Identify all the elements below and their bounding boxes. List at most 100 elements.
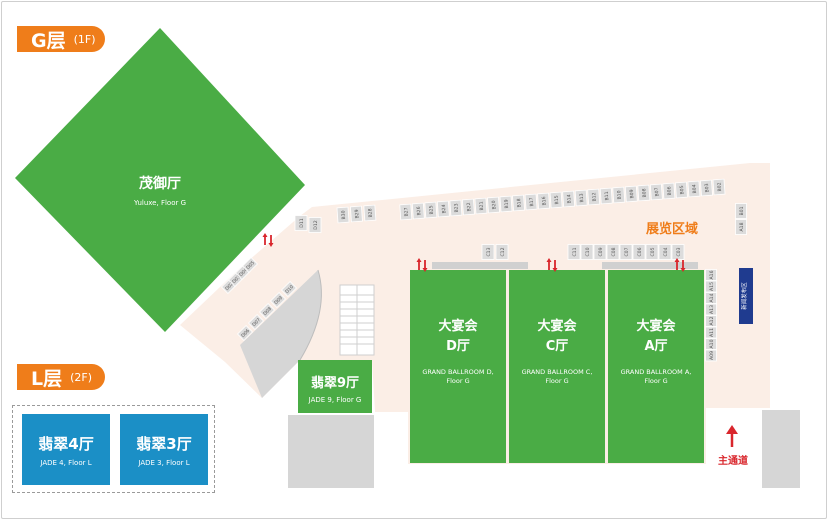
booth-b16[interactable]: B16 — [537, 192, 551, 210]
booth-label: C03 — [676, 247, 682, 256]
booth-b26[interactable]: B26 — [411, 202, 425, 220]
booth-c04[interactable]: C04 — [658, 244, 672, 260]
booth-a18[interactable]: A18 — [735, 219, 747, 235]
booth-label: C09 — [598, 247, 604, 256]
booth-label: B21 — [478, 201, 485, 210]
booth-b25[interactable]: B25 — [424, 201, 438, 219]
booth-b18[interactable]: B18 — [512, 194, 525, 212]
booth-label: D07 — [251, 317, 262, 328]
booth-label: B22 — [466, 202, 473, 211]
booth-b08[interactable]: B08 — [637, 184, 651, 202]
booth-b28[interactable]: B28 — [363, 204, 377, 222]
booth-d05[interactable]: D05 — [242, 257, 258, 273]
booth-b29[interactable]: B29 — [349, 205, 363, 223]
booth-label: A10 — [709, 339, 715, 348]
booth-c11[interactable]: C11 — [567, 244, 581, 260]
hall-ballroom-a[interactable] — [608, 270, 704, 463]
booth-b20[interactable]: B20 — [487, 196, 500, 214]
booth-b21[interactable]: B21 — [474, 197, 488, 215]
booth-label: B02 — [716, 182, 723, 191]
booth-b23[interactable]: B23 — [449, 199, 463, 217]
jade3-zh: 翡翠3厅 — [136, 434, 192, 453]
booth-label: D08 — [262, 306, 273, 317]
booth-b30[interactable]: B30 — [336, 206, 350, 224]
booth-c12[interactable]: C12 — [495, 244, 509, 260]
booth-label: D09 — [273, 295, 284, 306]
service-strip-c — [602, 262, 698, 269]
hall-yuluxe[interactable] — [15, 28, 305, 332]
booth-b24[interactable]: B24 — [436, 200, 450, 218]
booth-c09[interactable]: C09 — [593, 244, 607, 260]
service-block-left — [288, 415, 374, 488]
booth-b12[interactable]: B12 — [587, 188, 601, 206]
booth-label: D04 — [238, 267, 249, 278]
booth-a15[interactable]: A15 — [705, 280, 717, 293]
entrance-arrow-icon — [674, 258, 686, 272]
booth-b13[interactable]: B13 — [574, 189, 588, 207]
press-desk-label: 新闻发布区 — [740, 282, 748, 310]
booth-a16[interactable]: A16 — [705, 269, 717, 281]
booth-a12[interactable]: A12 — [705, 315, 717, 327]
booth-a14[interactable]: A14 — [705, 292, 717, 304]
booth-b09[interactable]: B09 — [624, 185, 638, 203]
booth-b07[interactable]: B07 — [649, 183, 663, 201]
booth-label: B12 — [591, 192, 598, 201]
booth-a10[interactable]: A10 — [705, 338, 717, 350]
booth-d12[interactable]: D12 — [308, 217, 322, 233]
booth-b19[interactable]: B19 — [499, 195, 513, 213]
booth-c05[interactable]: C05 — [645, 244, 659, 260]
arrow-layer — [262, 233, 686, 272]
press-desk[interactable] — [739, 268, 753, 324]
booth-b15[interactable]: B15 — [549, 191, 563, 209]
entrance-arrow-icon — [546, 258, 558, 272]
booth-label: B08 — [641, 188, 648, 197]
booth-b17[interactable]: B17 — [524, 193, 538, 211]
booth-d07[interactable]: D07 — [248, 314, 264, 330]
main-passage-label: 主通道 — [718, 454, 748, 467]
booth-label: D12 — [313, 220, 319, 229]
hall-ballroom-c[interactable] — [509, 270, 605, 463]
booth-label: B25 — [428, 205, 435, 214]
booth-label: B19 — [504, 199, 511, 208]
booth-label: B03 — [704, 183, 711, 192]
booth-c07[interactable]: C07 — [619, 244, 633, 260]
booth-d10[interactable]: D10 — [281, 281, 297, 297]
booth-c06[interactable]: C06 — [632, 244, 646, 260]
booth-d11[interactable]: D11 — [294, 215, 308, 231]
booth-b06[interactable]: B06 — [662, 182, 676, 200]
booth-a09[interactable]: A09 — [705, 349, 717, 362]
booth-label: A12 — [709, 316, 715, 325]
booth-c13[interactable]: C13 — [481, 244, 495, 260]
booth-a11[interactable]: A11 — [705, 326, 717, 339]
booth-b04[interactable]: B04 — [687, 180, 701, 198]
hall-jade-4[interactable]: 翡翠4厅 JADE 4, Floor L — [22, 414, 110, 485]
booth-b10[interactable]: B10 — [612, 186, 626, 204]
hall-jade-3[interactable]: 翡翠3厅 JADE 3, Floor L — [120, 414, 208, 485]
booth-c10[interactable]: C10 — [580, 244, 594, 260]
booth-b22[interactable]: B22 — [461, 198, 475, 216]
booth-label: D06 — [240, 328, 251, 339]
main-passage-arrow-icon — [726, 425, 738, 447]
booth-c08[interactable]: C08 — [606, 244, 620, 260]
booth-d06[interactable]: D06 — [237, 325, 253, 341]
booth-b11[interactable]: B11 — [599, 187, 613, 205]
floor-tag-l[interactable]: L层 (2F) — [17, 364, 105, 390]
booth-d08[interactable]: D08 — [259, 303, 275, 319]
booth-b01[interactable]: B01 — [735, 203, 747, 219]
booth-a13[interactable]: A13 — [705, 303, 717, 316]
booth-b03[interactable]: B03 — [700, 179, 713, 197]
booth-b05[interactable]: B05 — [674, 181, 688, 199]
booth-b02[interactable]: B02 — [712, 178, 726, 196]
booth-c03[interactable]: C03 — [671, 244, 685, 260]
hall-ballroom-d[interactable] — [410, 270, 506, 463]
booth-b27[interactable]: B27 — [399, 203, 413, 221]
floor-tag-g[interactable]: G层 (1F) — [17, 26, 105, 52]
hall-jade-9[interactable] — [298, 360, 372, 413]
booth-label: A11 — [709, 328, 715, 337]
booth-label: B04 — [691, 184, 698, 193]
floor-l-label: L层 — [31, 367, 63, 390]
booth-d09[interactable]: D09 — [270, 292, 286, 308]
booth-b14[interactable]: B14 — [562, 190, 576, 208]
booth-label: D05 — [245, 260, 256, 271]
